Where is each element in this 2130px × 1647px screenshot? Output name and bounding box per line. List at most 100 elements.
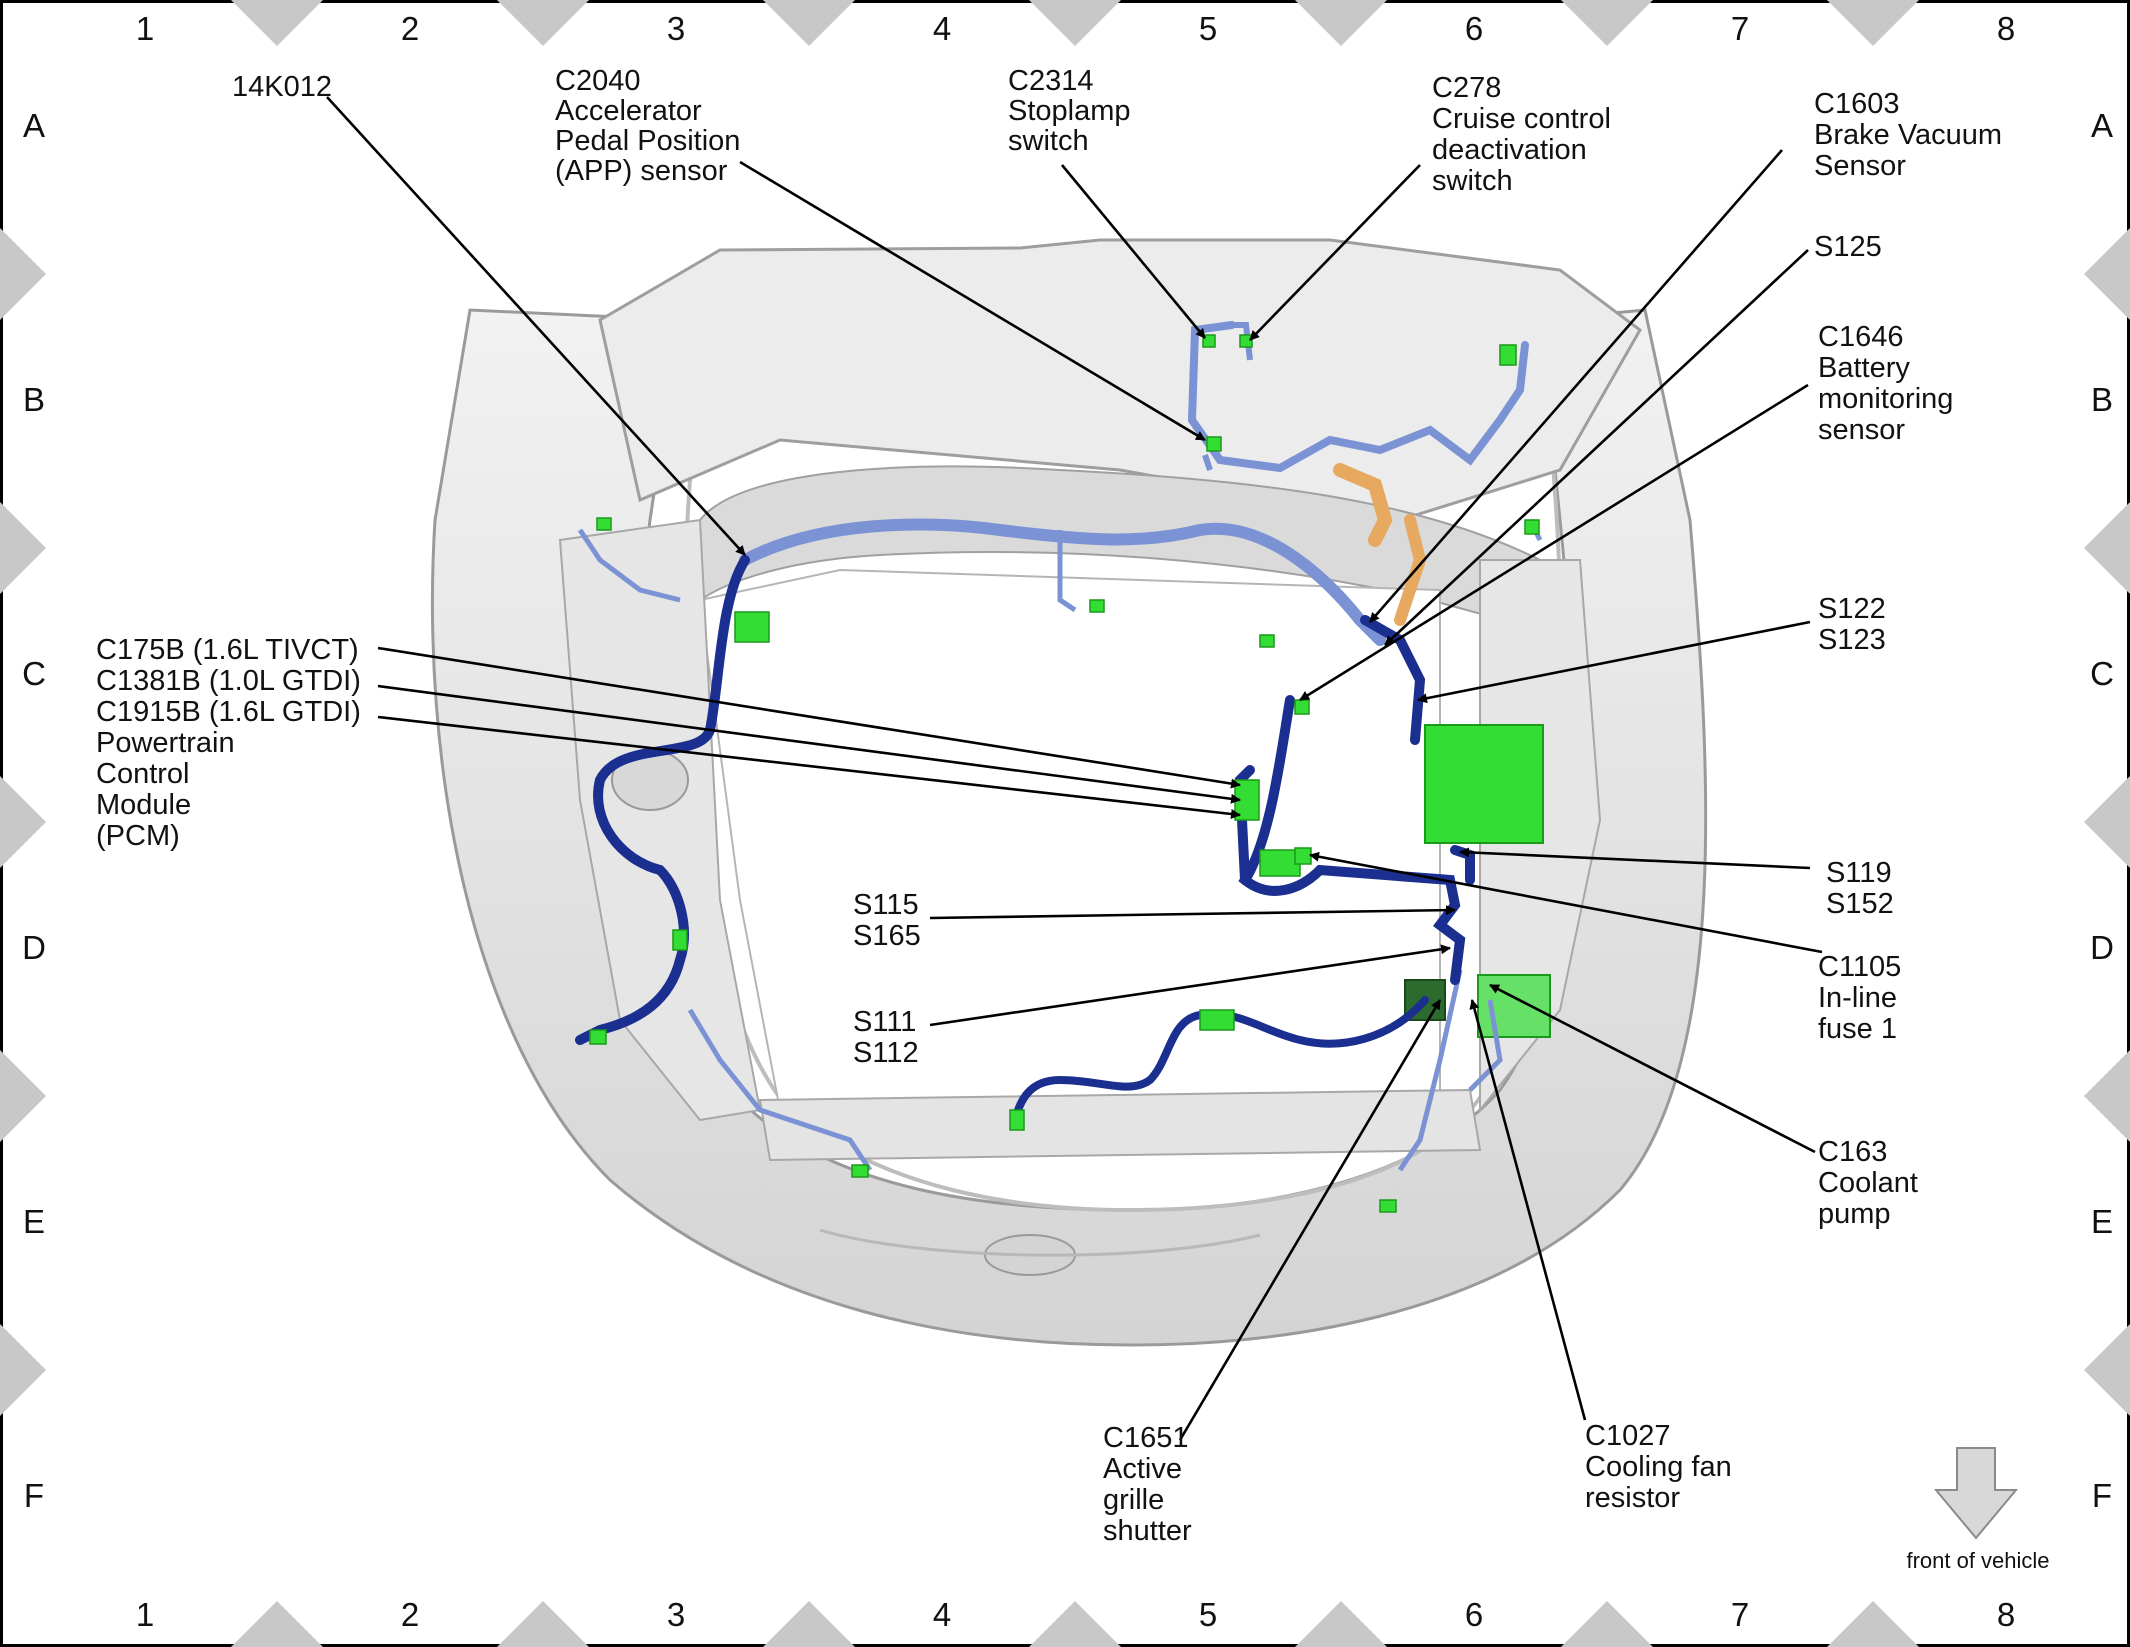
callout-c2314: C2314 Stoplamp switch: [1008, 65, 1139, 157]
grid-zone-marker-right: [2084, 1324, 2130, 1416]
connector-markers: [589, 334, 1540, 1213]
connector-c1105: [1294, 847, 1312, 865]
grid-zone-marker-left: [0, 1324, 46, 1416]
leader-pcm-c1915b: [377, 715, 1241, 819]
grid-column-label-bottom: 1: [136, 1596, 154, 1633]
connector-center: [1259, 634, 1275, 648]
callout-s119-s152: S119 S152: [1826, 857, 1900, 920]
grid-row-label-left: A: [23, 107, 45, 144]
grid-row-label-left: B: [23, 381, 45, 418]
callout-c1027: C1027 Cooling fan resistor: [1585, 1420, 1740, 1514]
callout-line: Brake Vacuum: [1814, 119, 2002, 151]
grid-row-label-right: B: [2091, 381, 2113, 418]
leader-s111: [929, 944, 1451, 1027]
callout-line: monitoring: [1818, 383, 1953, 415]
grid-zone-marker-left: [0, 502, 46, 594]
callout-line: Active: [1103, 1453, 1182, 1485]
callout-line: Cruise control: [1432, 103, 1611, 135]
callout-line: S165: [853, 920, 921, 952]
leader-s115: [929, 905, 1456, 920]
grid-column-labels: 1 2 3 4 5 6 7 8 1 2 3 4 5 6 7 8: [136, 10, 2015, 1633]
leader-s125: [1384, 249, 1809, 646]
grid-row-label-left: C: [22, 655, 46, 692]
harness-front-dark: [1011, 996, 1429, 1124]
brake-vacuum-hose: [1333, 463, 1393, 547]
left-apron: [558, 518, 762, 1122]
callout-line: Control: [96, 758, 190, 790]
callout-c1651: C1651 Active grille shutter: [1103, 1422, 1197, 1547]
grid-zone-marker-right: [2084, 1050, 2130, 1142]
grille-outline: [819, 1228, 1261, 1257]
callout-line: pump: [1818, 1198, 1891, 1230]
connector-right-upper: [1524, 519, 1540, 535]
harness-left-dark: [575, 555, 750, 1045]
grid-zone-marker-bottom: [1029, 1601, 1121, 1647]
callout-line: switch: [1432, 165, 1513, 197]
grid-zone-marker-bottom: [231, 1601, 323, 1647]
grid-zone-marker-bottom: [497, 1601, 589, 1647]
callout-c1603: C1603 Brake Vacuum Sensor: [1814, 88, 2010, 182]
grid-column-label-top: 6: [1465, 10, 1483, 47]
grid-zone-marker-left: [0, 776, 46, 868]
callout-line: shutter: [1103, 1515, 1192, 1547]
callout-s111-s112: S111 S112: [853, 1006, 925, 1069]
grid-column-label-top: 1: [136, 10, 154, 47]
connector-splice: [1499, 344, 1517, 366]
grid-column-label-top: 4: [933, 10, 951, 47]
callout-line: grille: [1103, 1484, 1164, 1516]
callout-line: resistor: [1585, 1482, 1680, 1514]
connector-mid-upper: [1089, 599, 1105, 613]
callout-line: Pedal Position: [555, 125, 740, 157]
grid-column-label-bottom: 7: [1731, 1596, 1749, 1633]
leader-c278: [1249, 164, 1421, 341]
callout-line: Sensor: [1814, 150, 1906, 182]
harness-branch-light: [1057, 530, 1077, 613]
vehicle-front-end-illustration: [430, 238, 1708, 1347]
leader-s122: [1417, 620, 1811, 704]
leader-pcm-c175b: [377, 646, 1241, 789]
callout-line: Module: [96, 789, 191, 821]
connector-c2314: [1202, 334, 1216, 348]
grid-zone-marker-bottom: [1295, 1601, 1387, 1647]
grid-column-label-bottom: 6: [1465, 1596, 1483, 1633]
callout-line: S112: [853, 1037, 919, 1069]
grid-zone-marker-top: [231, 0, 323, 46]
harness-pcm-dark: [1450, 845, 1475, 885]
leader-c1105: [1309, 851, 1823, 954]
connector-c1646: [1294, 699, 1310, 715]
callout-line: C278: [1432, 72, 1501, 104]
grid-zone-marker-top: [763, 0, 855, 46]
grid-column-label-top: 7: [1731, 10, 1749, 47]
callout-line: S122: [1818, 593, 1886, 625]
callout-line: C1105: [1818, 951, 1901, 983]
callout-line: C1603: [1814, 88, 1899, 120]
callout-line: deactivation: [1432, 134, 1587, 166]
callout-line: S125: [1814, 231, 1882, 263]
harness-branch-light: [577, 528, 681, 603]
harness-branch-light: [1232, 322, 1253, 361]
callout-line: switch: [1008, 125, 1089, 157]
callout-line: C1651: [1103, 1422, 1188, 1454]
grid-row-label-right: A: [2091, 107, 2113, 144]
grid-zone-marker-right: [2084, 776, 2130, 868]
grid-zone-marker-top: [1295, 0, 1387, 46]
grid-row-label-right: E: [2091, 1203, 2113, 1240]
grid-zone-marker-top: [1561, 0, 1653, 46]
leader-c1603: [1369, 149, 1783, 623]
front-of-vehicle-label: front of vehicle: [1906, 1548, 2049, 1573]
harness-branch-light: [1468, 999, 1503, 1092]
callout-s115-s165: S115 S165: [853, 889, 927, 952]
connector-lower-right: [1379, 1199, 1397, 1213]
leader-c2314: [1060, 164, 1207, 339]
callout-line: C2314: [1008, 65, 1093, 97]
grid-column-label-top: 8: [1997, 10, 2015, 47]
pcm-module: [1424, 724, 1544, 844]
callout-line: C163: [1818, 1136, 1887, 1168]
leader-c163: [1489, 983, 1816, 1154]
grid-column-label-top: 3: [667, 10, 685, 47]
grid-row-label-left: E: [23, 1203, 45, 1240]
callout-line: Cooling fan: [1585, 1451, 1732, 1483]
harness-branch-light: [1202, 454, 1213, 471]
callout-c278: C278 Cruise control deactivation switch: [1432, 72, 1619, 197]
